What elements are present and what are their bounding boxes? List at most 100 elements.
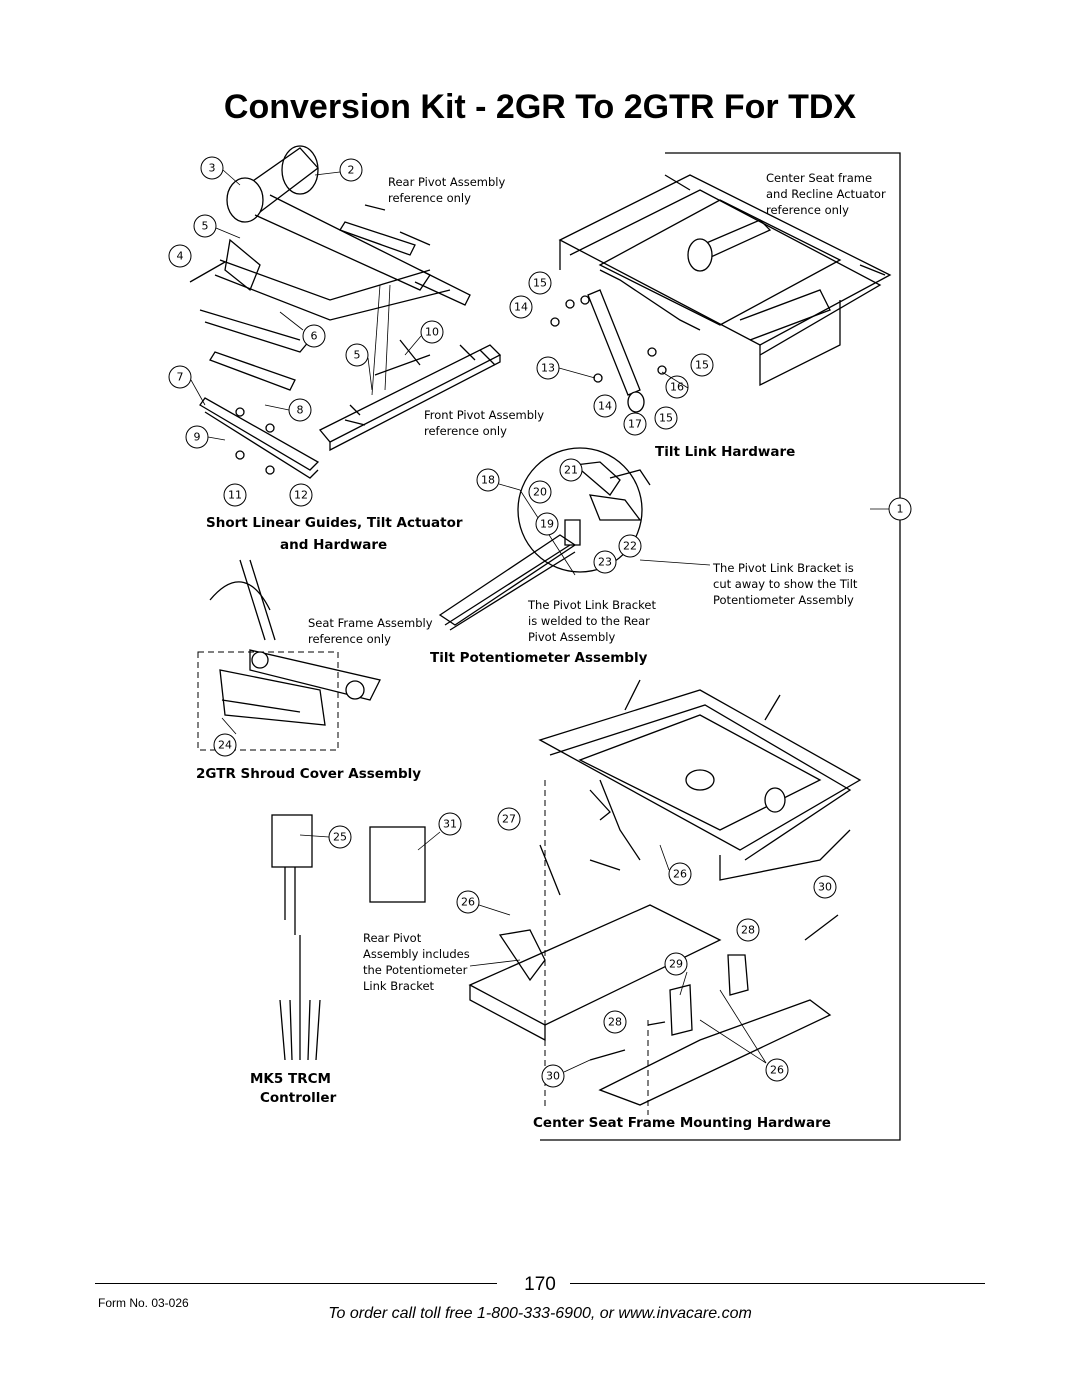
callout-24: 24 [213,733,237,757]
svg-text:9: 9 [194,431,201,444]
svg-text:21: 21 [564,464,578,477]
tilt-potentiometer-title: Tilt Potentiometer Assembly [430,650,648,666]
callout-26c: 26 [765,1058,789,1082]
svg-text:29: 29 [669,958,683,971]
callout-15b: 15 [690,353,714,377]
rear-pivot-label-2: reference only [388,191,471,205]
diagram-frame [540,152,901,1141]
bracket-welded-label-1: The Pivot Link Bracket [527,598,656,612]
svg-text:4: 4 [177,250,184,263]
callout-31: 31 [438,812,462,836]
svg-text:14: 14 [598,400,612,413]
callout-25: 25 [328,825,352,849]
tilt-link-hardware-title: Tilt Link Hardware [655,444,795,460]
svg-text:25: 25 [333,831,347,844]
leader-lines [190,169,889,1073]
svg-text:30: 30 [818,881,832,894]
svg-text:18: 18 [481,474,495,487]
callout-6: 6 [302,324,326,348]
bracket-welded-label-2: is welded to the Rear [528,614,650,628]
section-titles: Tilt Link Hardware Short Linear Guides, … [196,444,831,1131]
front-pivot-assembly-drawing [318,284,502,452]
svg-text:15: 15 [659,412,673,425]
page-title: Conversion Kit - 2GR To 2GTR For TDX [223,88,857,126]
svg-text:1: 1 [897,503,904,516]
svg-text:6: 6 [311,330,318,343]
svg-text:27: 27 [502,813,516,826]
callout-28a: 28 [736,918,760,942]
svg-text:5: 5 [354,349,361,362]
svg-text:30: 30 [546,1070,560,1083]
callout-29: 29 [664,952,688,976]
svg-text:26: 26 [770,1064,784,1077]
svg-text:12: 12 [294,489,308,502]
rear-pivot-assembly-drawing [189,145,471,353]
callout-27: 27 [497,807,521,831]
svg-text:13: 13 [541,362,555,375]
svg-text:8: 8 [297,404,304,417]
callout-5: 5 [193,214,217,238]
callout-1: 1 [888,497,912,521]
svg-text:16: 16 [670,381,684,394]
reference-labels: Rear Pivot Assembly reference only Cente… [308,171,886,993]
mounting-hardware-drawing [468,780,839,1115]
callout-26a: 26 [668,862,692,886]
svg-text:3: 3 [209,162,216,175]
svg-text:28: 28 [741,924,755,937]
callout-20: 20 [528,480,552,504]
callout-15a: 15 [528,271,552,295]
seat-frame-label-1: Seat Frame Assembly [308,616,433,630]
center-seat-label-1: Center Seat frame [766,171,872,185]
tilt-potentiometer-drawing [438,447,711,631]
svg-text:26: 26 [461,896,475,909]
rear-pivot-includes-label-3: the Potentiometer [363,963,468,977]
center-seat-label-3: reference only [766,203,849,217]
callout-4: 4 [168,244,192,268]
center-seat-frame-bottom-drawing [538,679,862,881]
svg-text:19: 19 [540,518,554,531]
callout-14a: 14 [509,295,533,319]
callout-11: 11 [223,483,247,507]
callout-28b: 28 [603,1010,627,1034]
callout-8: 8 [288,398,312,422]
rear-pivot-label-1: Rear Pivot Assembly [388,175,505,189]
callout-21: 21 [559,458,583,482]
bracket-cutaway-label-2: cut away to show the Tilt [713,577,858,591]
callout-22: 22 [618,534,642,558]
order-info: To order call toll free 1-800-333-6900, … [328,1305,752,1322]
callout-19: 19 [535,512,559,536]
svg-text:17: 17 [628,418,642,431]
callout-26b: 26 [456,890,480,914]
svg-text:15: 15 [533,277,547,290]
svg-text:22: 22 [623,540,637,553]
bracket-cutaway-label-3: Potentiometer Assembly [713,593,854,607]
linear-guides-drawing [199,351,320,479]
tilt-link-hardware-drawing [550,289,667,413]
front-pivot-label-2: reference only [424,424,507,438]
shroud-cover-title: 2GTR Shroud Cover Assembly [196,766,421,782]
callout-17: 17 [623,412,647,436]
callout-5b: 5 [345,343,369,367]
callout-15c: 15 [654,406,678,430]
callout-12: 12 [289,483,313,507]
callout-7: 7 [168,365,192,389]
seat-frame-label-2: reference only [308,632,391,646]
short-linear-guides-title-2: and Hardware [280,537,387,553]
callout-16: 16 [665,375,689,399]
rear-pivot-includes-label-4: Link Bracket [363,979,435,993]
page-number: 170 [524,1274,556,1295]
short-linear-guides-title-1: Short Linear Guides, Tilt Actuator [206,515,463,531]
svg-text:15: 15 [695,359,709,372]
bracket-cutaway-label-1: The Pivot Link Bracket is [712,561,854,575]
controller-title-2: Controller [260,1090,337,1106]
rear-pivot-includes-label-2: Assembly includes [363,947,470,961]
callout-13: 13 [536,356,560,380]
footer-rule-right [570,1283,985,1284]
svg-text:10: 10 [425,326,439,339]
center-seat-frame-top-drawing [558,174,892,387]
callout-18: 18 [476,468,500,492]
controller-title-1: MK5 TRCM [250,1071,331,1087]
bracket-welded-label-3: Pivot Assembly [528,630,616,644]
svg-text:5: 5 [202,220,209,233]
